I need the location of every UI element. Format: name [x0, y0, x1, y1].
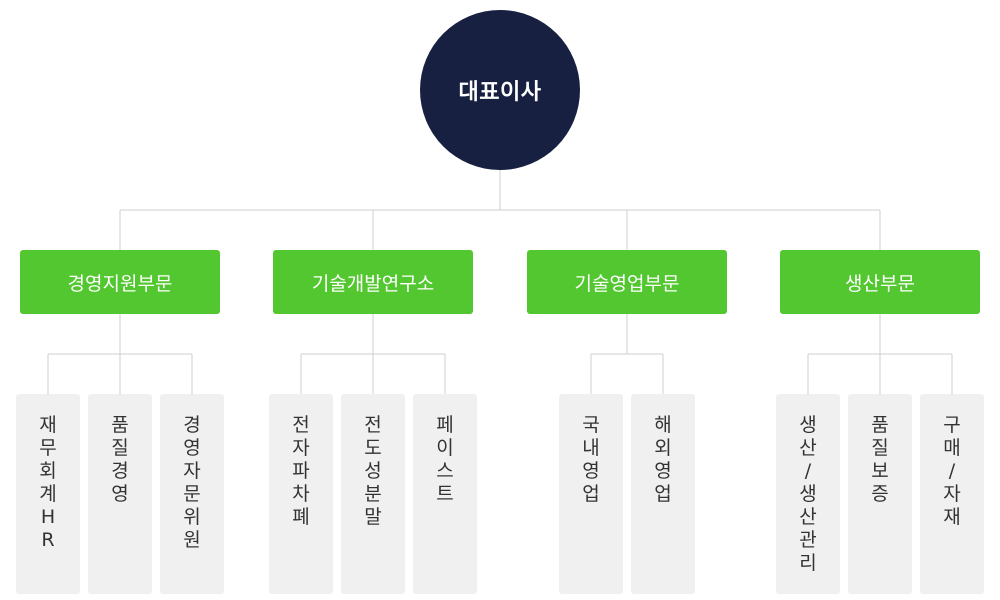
ceo-label: 대표이사	[458, 80, 542, 105]
dept-label-char: 페	[436, 414, 454, 436]
dept-label-char: 문	[183, 483, 201, 505]
dept-label-char: 자	[292, 437, 310, 459]
dept-label-char: 재	[943, 506, 961, 528]
dept-label-char: 관	[799, 529, 817, 551]
dept-label-char: 영	[582, 460, 600, 482]
dept-label-char: 영	[111, 483, 129, 505]
dept-label-char: 질	[111, 437, 129, 459]
dept-label-char: 보	[871, 460, 889, 482]
dept-label-char: /	[948, 460, 956, 482]
dept-label-char: /	[804, 460, 812, 482]
dept-label-char: R	[41, 529, 55, 551]
dept-label-char: 분	[364, 483, 382, 505]
dept-label-char: H	[40, 506, 56, 528]
dept-label-char: 전	[364, 414, 382, 436]
dept-label-char: 품	[871, 414, 889, 436]
division-management-support: 경영지원부문	[20, 250, 220, 314]
division-label: 기술개발연구소	[311, 272, 435, 295]
dept-label-char: 자	[183, 460, 201, 482]
dept-label-char: 업	[582, 483, 600, 505]
dept-label-char: 회	[39, 460, 57, 482]
dept-label-char: 영	[654, 460, 672, 482]
dept-label-char: 파	[292, 460, 310, 482]
division-rnd-institute: 기술개발연구소	[273, 250, 473, 314]
ceo-node: 대표이사	[420, 10, 580, 170]
dept-label-char: 원	[183, 529, 201, 551]
dept-label-char: 스	[436, 460, 454, 482]
dept-label-char: 무	[39, 437, 57, 459]
dept-label-char: 도	[364, 437, 382, 459]
dept-label-char: 질	[871, 437, 889, 459]
dept-label-char: 차	[292, 483, 310, 505]
division-label: 기술영업부문	[574, 272, 680, 295]
dept-label-char: 자	[943, 483, 961, 505]
dept-label-char: 계	[39, 483, 57, 505]
dept-label-char: 증	[871, 483, 889, 505]
dept-label-char: 외	[654, 437, 672, 459]
dept-label-char: 위	[183, 506, 201, 528]
dept-label-char: 매	[943, 437, 961, 459]
dept-label-char: 내	[582, 437, 600, 459]
dept-label-char: 산	[799, 437, 817, 459]
dept-label-char: 경	[111, 460, 129, 482]
dept-label-char: 영	[183, 437, 201, 459]
division-production: 생산부문	[780, 250, 980, 314]
dept-label-char: 국	[582, 414, 600, 436]
dept-label-char: 생	[799, 414, 817, 436]
dept-label-char: 경	[183, 414, 201, 436]
division-label: 생산부문	[845, 272, 915, 295]
dept-label-char: 품	[111, 414, 129, 436]
dept-label-char: 성	[364, 460, 382, 482]
dept-label-char: 전	[292, 414, 310, 436]
dept-label-char: 해	[654, 414, 672, 436]
dept-label-char: 폐	[292, 506, 310, 528]
dept-label-char: 트	[436, 483, 454, 505]
dept-label-char: 리	[799, 552, 817, 574]
dept-label-char: 말	[364, 506, 382, 528]
dept-label-char: 구	[943, 414, 961, 436]
dept-label-char: 생	[799, 483, 817, 505]
dept-label-char: 이	[436, 437, 454, 459]
division-technical-sales: 기술영업부문	[527, 250, 727, 314]
dept-label-char: 산	[799, 506, 817, 528]
dept-label-char: 재	[39, 414, 57, 436]
division-label: 경영지원부문	[67, 272, 173, 295]
dept-label-char: 업	[654, 483, 672, 505]
